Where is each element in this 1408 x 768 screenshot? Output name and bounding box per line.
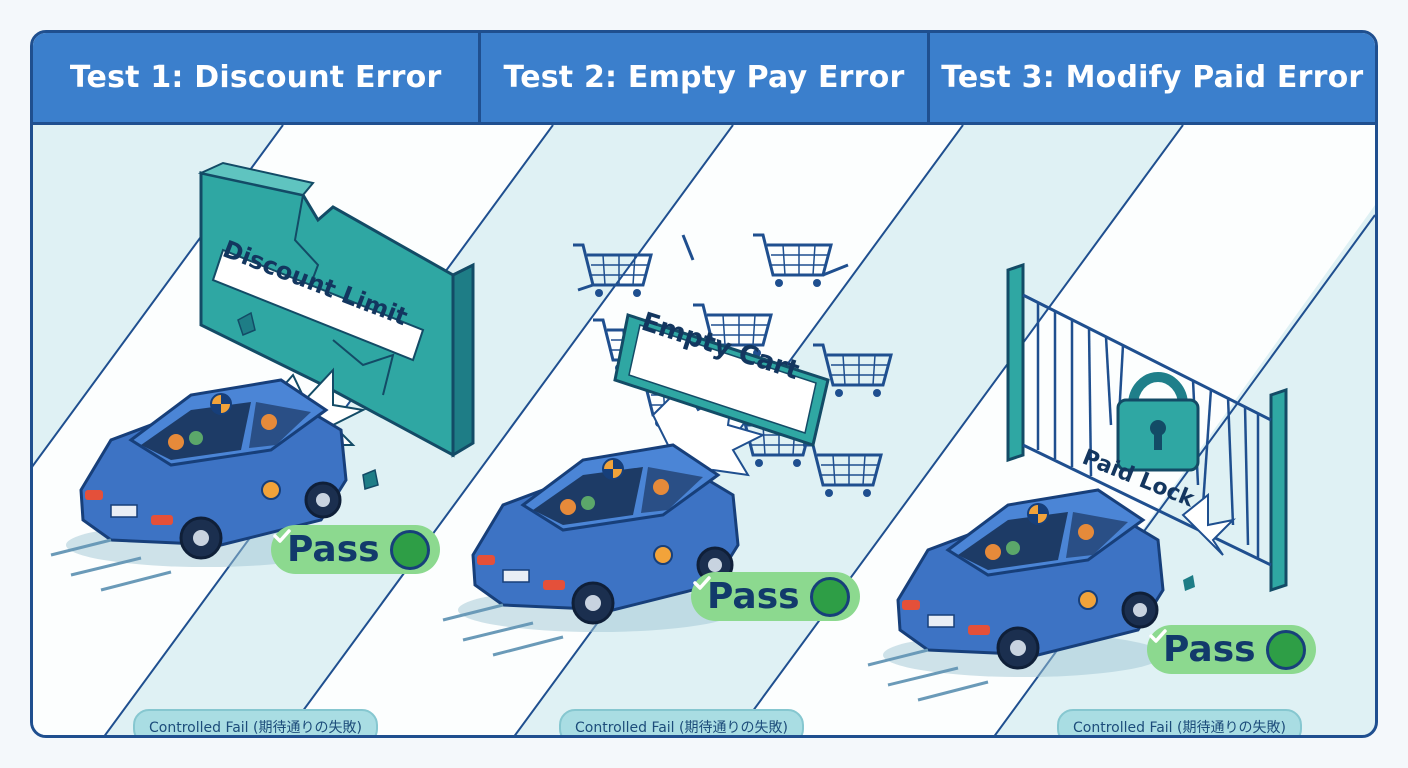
controlled-fail-note-2: Controlled Fail (期待通りの失敗): [559, 709, 804, 735]
test-header-bar: Test 1: Discount Error Test 2: Empty Pay…: [33, 33, 1375, 125]
pass-label: Pass: [287, 529, 380, 570]
controlled-fail-note-3: Controlled Fail (期待通りの失敗): [1057, 709, 1302, 735]
pass-label: Pass: [1163, 629, 1256, 670]
check-icon: [273, 529, 430, 570]
pass-badge-3: Pass: [1147, 625, 1316, 674]
crash-scene: Discount Limit Empty Cart Paid Lock Pass…: [33, 125, 1375, 735]
check-icon: [1149, 629, 1306, 670]
pass-badge-1: Pass: [271, 525, 440, 574]
padlock-icon: [1006, 262, 1288, 593]
test-1-title: Test 1: Discount Error: [33, 33, 482, 122]
test-3-title: Test 3: Modify Paid Error: [941, 60, 1364, 95]
check-icon: [693, 576, 850, 617]
pass-badge-2: Pass: [691, 572, 860, 621]
controlled-fail-note-1: Controlled Fail (期待通りの失敗): [133, 709, 378, 735]
scene-illustration: [33, 125, 1375, 735]
crash-test-panel: Test 1: Discount Error Test 2: Empty Pay…: [30, 30, 1378, 738]
test-2-title: Test 2: Empty Pay Error: [481, 33, 930, 122]
pass-label: Pass: [707, 576, 800, 617]
